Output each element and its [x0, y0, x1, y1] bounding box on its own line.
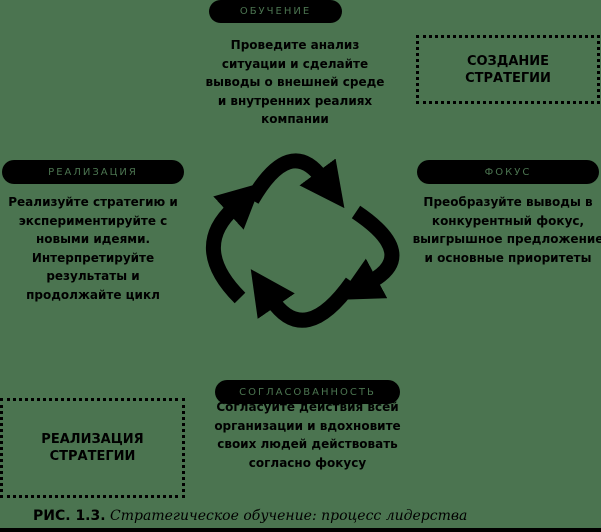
stage-text-alignment: Согласуйте действия всей организации и в…: [214, 400, 401, 470]
stage-label-focus: ФОКУС: [417, 160, 599, 184]
arrow-right: [337, 205, 400, 300]
stage-text-execution: Реализуйте стратегию и экспериментируйте…: [8, 195, 178, 302]
stage-text-focus: Преобразуйте выводы в конкурентный фокус…: [412, 195, 601, 265]
arrow-top: [245, 153, 345, 209]
box-strategy-creation: СОЗДАНИЕ СТРАТЕГИИ: [416, 35, 600, 104]
stage-label-alignment: СОГЛАСОВАННОСТЬ: [215, 380, 400, 404]
bottom-rule: [0, 528, 601, 532]
arrow-bottom: [250, 269, 359, 328]
box-strategy-implementation: РЕАЛИЗАЦИЯ СТРАТЕГИИ: [0, 398, 185, 498]
caption-title: Стратегическое обучение: процесс лидерст…: [110, 508, 468, 524]
stage-label-learning: ОБУЧЕНИЕ: [209, 0, 342, 23]
caption-number: РИС. 1.3.: [33, 508, 106, 524]
arrow-left: [205, 182, 262, 304]
stage-text-learning: Проведите анализ ситуации и сделайте выв…: [205, 38, 385, 126]
stage-label-execution: РЕАЛИЗАЦИЯ: [2, 160, 184, 184]
figure-caption: РИС. 1.3. Стратегическое обучение: проце…: [33, 508, 467, 524]
